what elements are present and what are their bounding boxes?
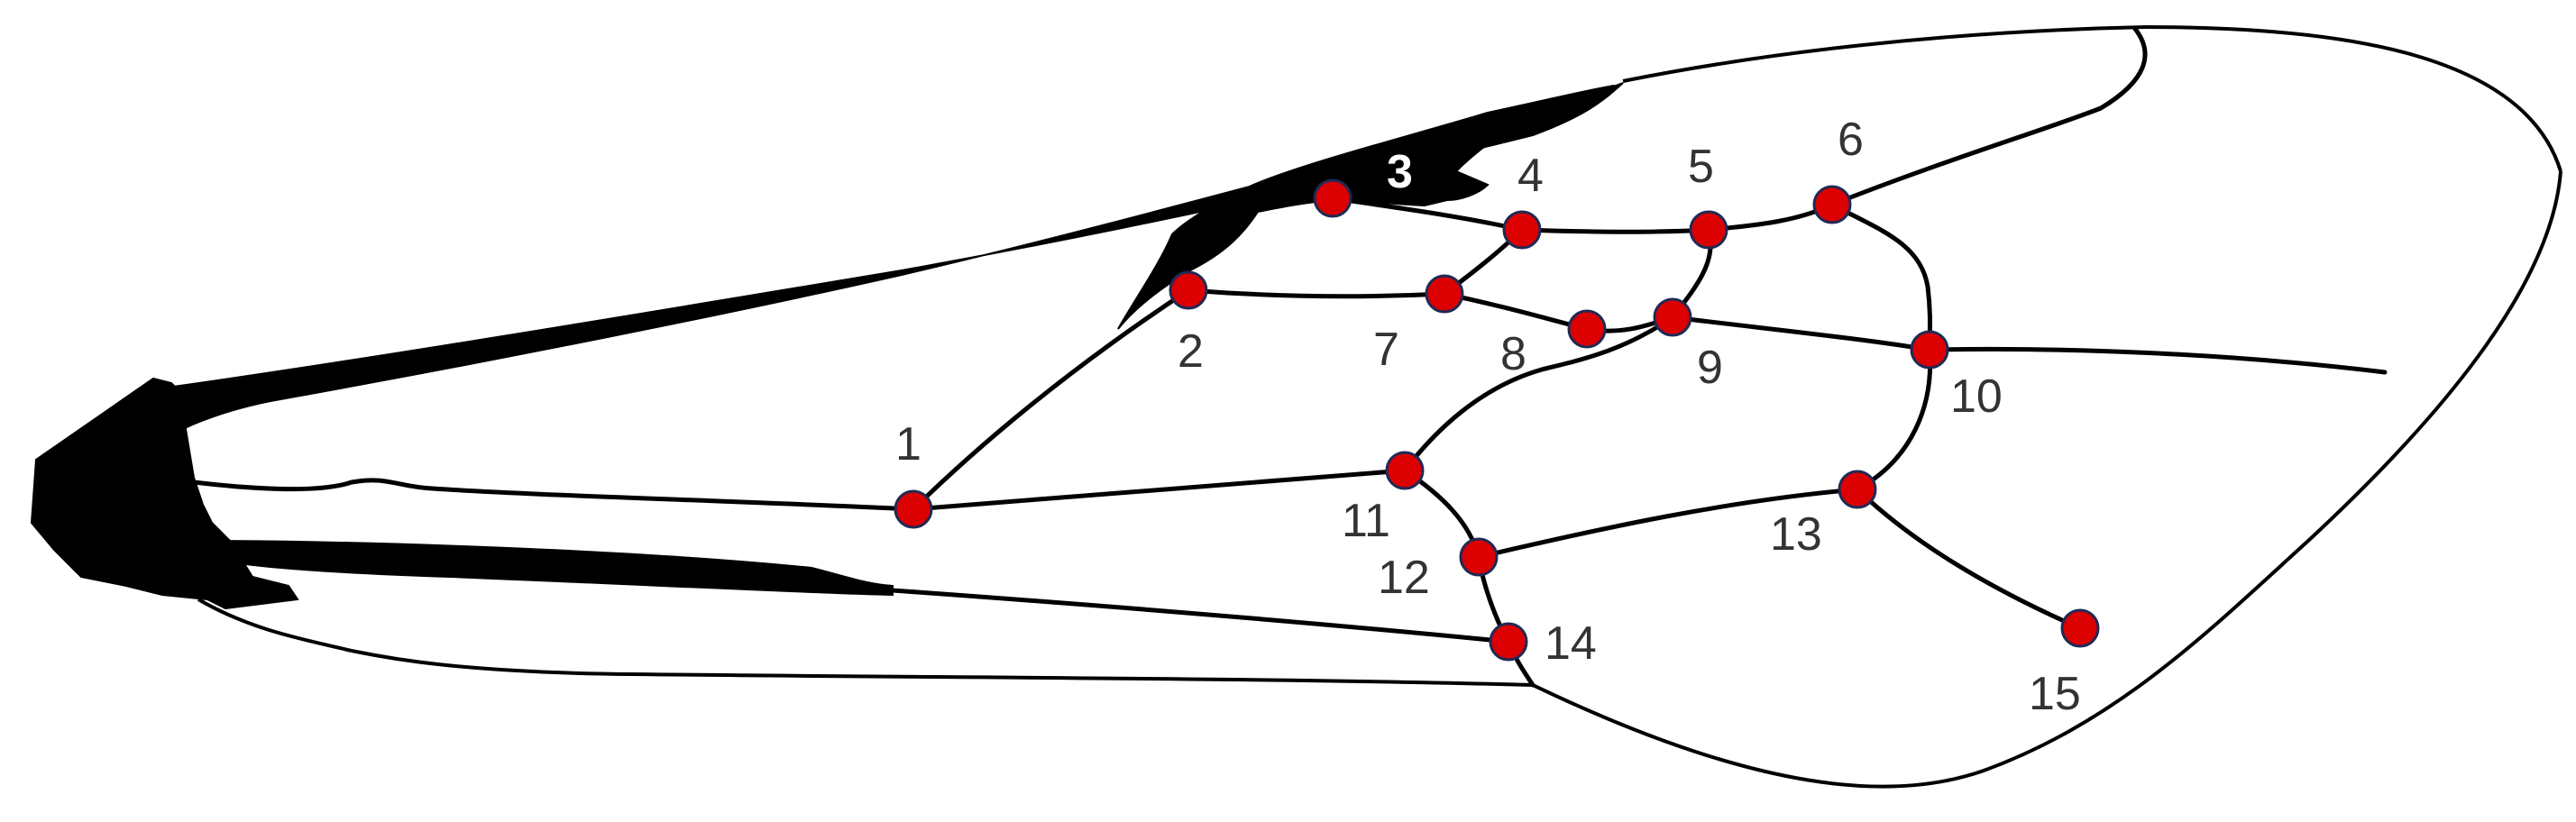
vein-anal-to-14 xyxy=(890,588,1511,644)
landmark-point-4 xyxy=(1502,210,1542,250)
vein-10-outer xyxy=(1927,346,2388,375)
wing-tip-edge xyxy=(1983,170,2562,772)
landmark-label-10: 10 xyxy=(1950,370,2003,423)
vein-basal-to-1 xyxy=(191,478,916,512)
landmark-label-7: 7 xyxy=(1373,324,1399,376)
wing-outline xyxy=(197,25,2562,789)
landmark-label-13: 13 xyxy=(1770,508,1822,561)
subcostal-dark-band xyxy=(188,539,894,597)
vein-7-8 xyxy=(1442,291,1590,332)
vein-9-11 xyxy=(1402,315,1675,473)
landmark-point-12 xyxy=(1459,537,1499,577)
landmark-label-6: 6 xyxy=(1838,114,1864,166)
landmark-point-10 xyxy=(1910,330,1949,370)
landmark-point-14 xyxy=(1489,622,1528,662)
landmark-label-4: 4 xyxy=(1517,150,1544,202)
costal-margin xyxy=(30,82,1624,610)
landmark-point-9 xyxy=(1653,297,1692,337)
vein-1-11 xyxy=(911,468,1407,512)
landmark-label-14: 14 xyxy=(1545,617,1597,670)
landmark-point-6 xyxy=(1812,185,1852,224)
landmark-label-11: 11 xyxy=(1342,495,1390,547)
costa-vein xyxy=(165,82,1624,430)
landmark-label-5: 5 xyxy=(1688,141,1714,193)
wing-leading-edge xyxy=(1622,25,2562,172)
landmark-label-2: 2 xyxy=(1178,325,1204,378)
landmark-label-12: 12 xyxy=(1378,552,1430,604)
landmark-point-2 xyxy=(1169,270,1208,310)
wing-inner-edge xyxy=(351,649,1534,687)
landmark-point-11 xyxy=(1385,451,1425,490)
landmark-point-5 xyxy=(1689,210,1728,250)
vein-4-5 xyxy=(1519,227,1711,234)
landmark-point-13 xyxy=(1838,470,1877,509)
landmark-point-15 xyxy=(2060,608,2100,648)
vein-1-2 xyxy=(911,288,1191,512)
landmark-labels: 1 2 3 4 5 6 7 8 9 10 11 12 13 14 15 xyxy=(895,114,2081,720)
vein-3-4 xyxy=(1330,196,1525,233)
vein-12-13 xyxy=(1476,487,1860,560)
landmark-point-8 xyxy=(1567,309,1607,349)
landmark-label-3: 3 xyxy=(1387,146,1413,198)
vein-2-7 xyxy=(1186,288,1447,299)
landmark-point-7 xyxy=(1425,274,1464,314)
landmark-label-8: 8 xyxy=(1500,328,1526,380)
landmark-label-15: 15 xyxy=(2029,668,2081,720)
landmark-point-1 xyxy=(894,489,933,529)
vein-13-15 xyxy=(1855,487,2083,631)
wing-veins xyxy=(191,26,2388,688)
vein-10-13 xyxy=(1855,347,1933,492)
wing-base-sclerite xyxy=(30,377,299,610)
landmark-label-9: 9 xyxy=(1697,342,1723,394)
vein-6-10 xyxy=(1829,202,1932,352)
wing-base-lower-edge xyxy=(197,598,353,653)
stigma xyxy=(1117,85,1615,330)
wing-trailing-edge xyxy=(1532,683,1985,789)
landmark-point-3 xyxy=(1313,178,1352,218)
landmark-group xyxy=(894,178,2100,662)
landmark-label-1: 1 xyxy=(895,418,921,470)
vein-9-10 xyxy=(1670,315,1932,352)
vein-6-outer xyxy=(1829,26,2148,207)
